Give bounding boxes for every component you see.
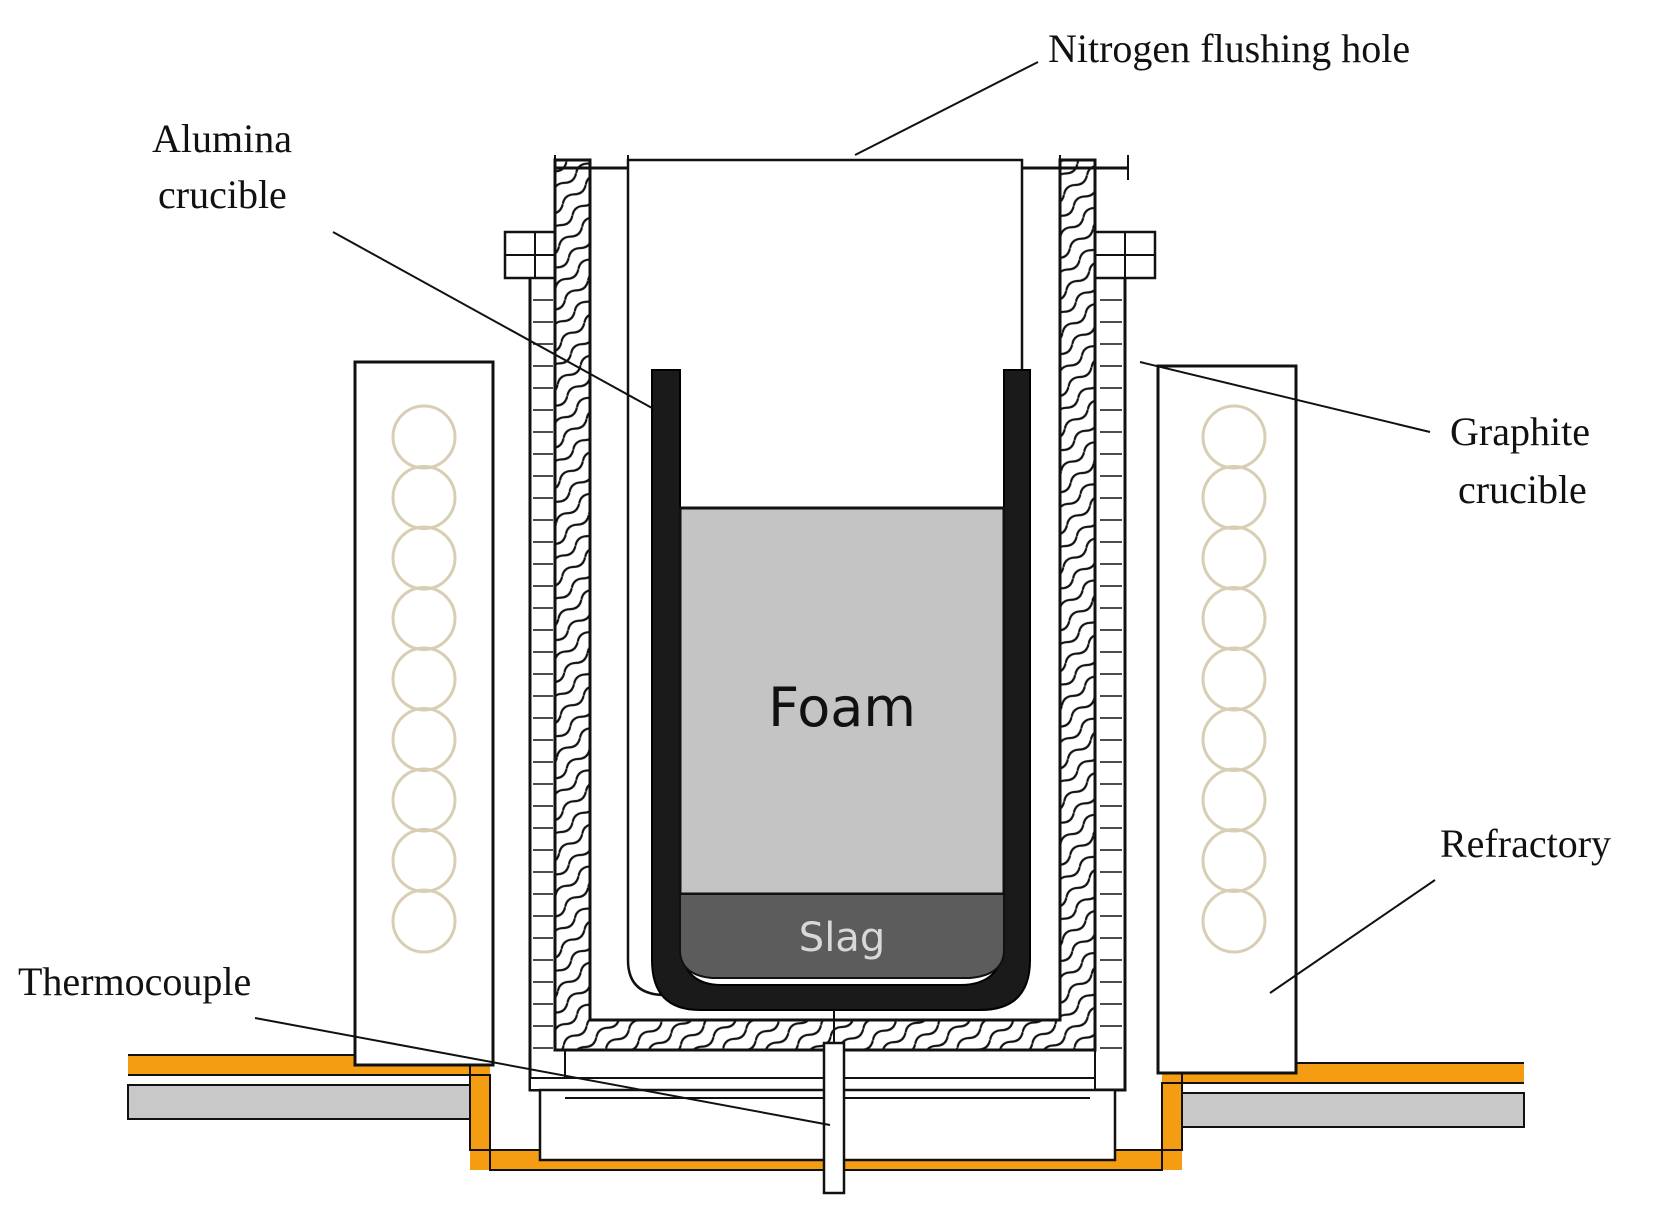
leader-thermocouple — [254, 1017, 831, 1126]
foam-region — [678, 506, 1006, 896]
label-refractory: Refractory — [1440, 821, 1611, 866]
induction-coil-right — [1201, 404, 1267, 954]
leader-refractory — [1269, 879, 1436, 994]
leader-alumina — [332, 231, 653, 409]
label-foam: Foam — [768, 676, 916, 739]
refractory — [353, 360, 1298, 1075]
leader-graphite — [1139, 361, 1431, 433]
base-grey-left — [127, 1084, 481, 1120]
slag-region — [679, 893, 1005, 979]
label-nitrogen-flushing-hole: Nitrogen flushing hole — [1048, 26, 1410, 71]
label-thermocouple: Thermocouple — [18, 959, 251, 1004]
label-alumina-line2: crucible — [158, 172, 287, 217]
refractory-left — [353, 360, 495, 1067]
coil-turn — [1201, 888, 1267, 954]
base-grey-right — [1171, 1092, 1525, 1128]
leader-lines — [254, 61, 1436, 1126]
alumina-crucible — [651, 369, 1031, 1011]
induction-coil-left — [391, 404, 457, 954]
thermocouple — [822, 1010, 846, 1195]
label-graphite-line2: crucible — [1458, 467, 1587, 512]
label-graphite-line1: Graphite — [1450, 409, 1590, 454]
coil-turn — [391, 888, 457, 954]
label-slag: Slag — [799, 915, 885, 961]
refractory-right — [1156, 364, 1298, 1075]
leader-nitrogen — [854, 61, 1039, 156]
label-alumina-line1: Alumina — [152, 116, 292, 161]
